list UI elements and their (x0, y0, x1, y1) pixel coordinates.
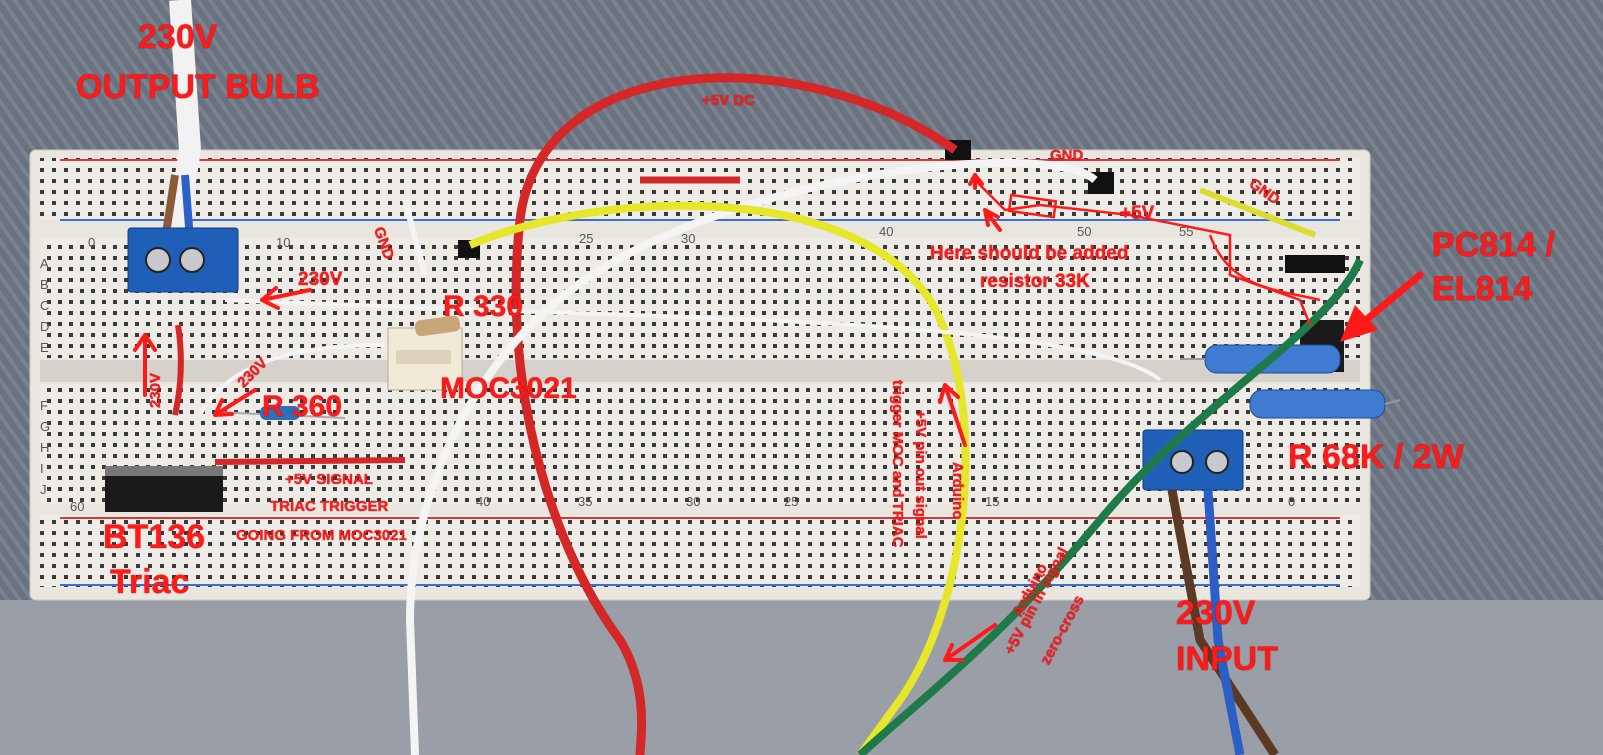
input-wire-blue (1203, 489, 1245, 755)
center-channel (40, 360, 1360, 382)
jumper-white-gnd (402, 199, 428, 276)
jumper-red-230v (172, 324, 184, 416)
row-letter: D (40, 319, 49, 334)
jumper-yellow-gnd (1198, 187, 1317, 238)
top-number: 10 (276, 235, 290, 250)
bottom-number: 25 (784, 494, 798, 509)
top-number: 40 (879, 224, 893, 239)
row-letter: C (40, 298, 49, 313)
annotation-arrows (133, 173, 1002, 662)
r360-resistor (214, 406, 346, 420)
plus5v-dc-label: +5V DC (702, 92, 755, 109)
bottom-number: 0 (1288, 494, 1295, 509)
r330-resistor (414, 315, 461, 337)
bottom-number: 60 (70, 499, 84, 514)
input-label-1: 230V (1176, 594, 1256, 632)
jumper-black-4 (1285, 255, 1345, 273)
row-letter: E (40, 340, 49, 355)
input-label-2: INPUT (1176, 640, 1278, 678)
wire-white-gnd (405, 158, 1098, 755)
bt136-label-1: BT136 (103, 518, 206, 556)
pc814-label-2: EL814 (1432, 270, 1533, 308)
output-bulb-label-2: OUTPUT BULB (76, 68, 320, 106)
wire-red-5v (511, 73, 958, 755)
triac-trigger-1: +5V SIGNAL (285, 471, 373, 488)
row-letter: B (40, 277, 49, 292)
annotation-lines (974, 179, 1321, 326)
top-terminal-strip (40, 238, 1360, 358)
top-number: 25 (579, 231, 593, 246)
row-letter: A (40, 256, 49, 271)
row-letter: F (40, 398, 48, 413)
top-number: 30 (681, 231, 695, 246)
breadboard (29, 149, 1371, 601)
ribbon-cable-bottom (0, 600, 1603, 755)
wire-green (857, 258, 1364, 755)
moc3021-label: MOC3021 (440, 372, 577, 405)
wire-white-230v (224, 298, 1162, 382)
jumper-red-trigger (214, 457, 406, 465)
top-number: 50 (1077, 224, 1091, 239)
r330-label: R 330 (443, 290, 524, 323)
gnd-top-label: GND (1050, 147, 1084, 164)
terminal-block-output (127, 227, 239, 293)
r68k-label: R 68K / 2W (1288, 438, 1464, 476)
resistor-note-1: Here should be added (930, 243, 1129, 264)
resistor-note-2: resistor 33K (980, 271, 1090, 292)
bottom-terminal-strip (40, 384, 1360, 504)
bottom-number: 30 (686, 494, 700, 509)
arduino-out-2: +5V pin out signal (912, 410, 929, 539)
output-bulb-label-1: 230V (138, 18, 218, 56)
bottom-number: 40 (476, 494, 490, 509)
triac-trigger-2: TRIAC TRIGGER (270, 498, 389, 515)
bt136-triac (105, 466, 223, 512)
wire-white-diag (198, 343, 386, 416)
row-letter: H (40, 440, 49, 455)
top-power-rail (40, 158, 1360, 220)
r360-label: R 360 (262, 390, 343, 423)
v230-vert-label: 230V (147, 372, 164, 408)
moc3021-chip (387, 327, 463, 391)
bottom-number: 15 (985, 494, 999, 509)
pc814-arrow (1340, 271, 1424, 342)
triac-trigger-3: GOING FROM MOC3021 (236, 527, 407, 544)
top-number: 0 (88, 235, 95, 250)
row-letter: J (40, 482, 47, 497)
bottom-number: 35 (578, 494, 592, 509)
arduino-out-3: trigger MOC and TRIAC (889, 380, 906, 548)
arduino-out-1: Arduino (949, 462, 966, 520)
pc814-label-1: PC814 / (1432, 226, 1555, 264)
v230-arrow-label: 230V (298, 269, 343, 290)
bt136-label-2: Triac (110, 563, 190, 601)
row-letter: I (40, 461, 44, 476)
input-wire-brown (1167, 489, 1279, 755)
plus5v-right-label: +5V (1120, 203, 1155, 224)
wire-yellow (468, 201, 970, 755)
row-letter: G (40, 419, 50, 434)
bottom-power-rail (40, 515, 1360, 587)
